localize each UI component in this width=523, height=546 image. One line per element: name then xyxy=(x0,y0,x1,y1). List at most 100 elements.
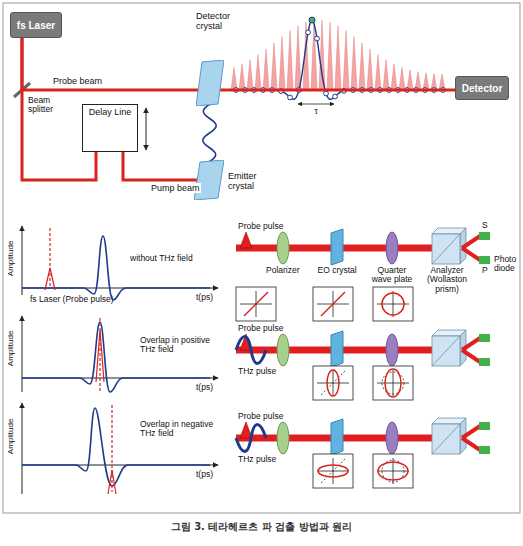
polarization-box xyxy=(327,370,339,396)
annotation: τ xyxy=(315,107,318,116)
optics-row xyxy=(479,422,490,430)
annotation: Probe pulse xyxy=(238,412,283,421)
crystal-plate: Emitter crystal xyxy=(194,160,224,200)
optics-row xyxy=(236,228,490,265)
device-box: Detector xyxy=(455,76,509,100)
delay-arrow xyxy=(146,108,147,150)
probe-pulse-marker xyxy=(49,228,50,288)
probe-pulse-marker xyxy=(96,330,104,382)
laser-beam xyxy=(220,89,455,92)
laser-pulse xyxy=(351,37,357,90)
annotation: Analyzer (Wollaston prism) xyxy=(421,266,473,294)
sample-dot xyxy=(315,36,320,41)
beam-label: Probe beam xyxy=(52,76,103,86)
optics-row xyxy=(462,426,480,450)
plot-axes xyxy=(22,226,23,295)
optics-row xyxy=(277,232,289,264)
laser-pulse xyxy=(335,26,341,90)
optics-row xyxy=(479,232,490,240)
delay-line-box: Delay Line xyxy=(82,104,138,152)
optics-row xyxy=(386,232,398,264)
polarization-box xyxy=(321,371,345,395)
polarization-box xyxy=(313,287,353,321)
polarization-box xyxy=(378,462,408,480)
optics-row xyxy=(479,256,490,264)
optics-row xyxy=(331,419,343,455)
probe-pulse-marker xyxy=(45,268,55,290)
optics-row xyxy=(236,337,266,364)
laser-pulse xyxy=(247,60,253,90)
crystal-label: Detector crystal xyxy=(196,12,242,32)
beam-label: Pump beam xyxy=(150,183,201,193)
annotation: Probe pulse xyxy=(238,222,283,231)
crystal-shape xyxy=(194,160,224,200)
laser-pulse xyxy=(375,55,381,90)
optics-row xyxy=(462,338,480,362)
tau-arrow xyxy=(298,104,334,105)
crystal-label: Emitter crystal xyxy=(228,172,274,192)
annotation: THz pulse xyxy=(238,455,276,464)
optics-row xyxy=(236,418,490,455)
probe-pulse-marker xyxy=(111,405,112,492)
optics-row xyxy=(432,336,460,366)
sample-dot xyxy=(306,30,311,35)
annotation: Photo diode xyxy=(494,255,521,274)
laser-pulse xyxy=(263,49,269,90)
laser-pulse xyxy=(295,26,301,90)
sample-dot xyxy=(309,17,315,23)
crystal-shape xyxy=(194,160,224,200)
optics-row xyxy=(432,336,460,366)
polarization-box xyxy=(313,454,353,488)
polarization-box xyxy=(321,459,345,483)
tau-arrow xyxy=(298,104,334,105)
laser-pulse xyxy=(231,67,237,90)
polarization-box xyxy=(373,454,413,488)
probe-pulse-marker xyxy=(99,318,100,392)
annotation: Polarizer xyxy=(266,266,300,275)
box-label: Detector xyxy=(462,83,503,94)
annotation: Probe pulse xyxy=(238,324,283,333)
polarization-box xyxy=(236,287,413,488)
box-label: Delay Line xyxy=(89,107,132,117)
crystal-shape xyxy=(196,60,224,106)
optics-row xyxy=(240,232,252,248)
pulse-train xyxy=(231,17,445,100)
annotation: Overlap in negative THz field xyxy=(140,420,222,439)
probe-pulse-marker xyxy=(108,470,116,494)
optics-row xyxy=(432,234,460,264)
plot-axes xyxy=(22,403,23,494)
optics-row xyxy=(462,236,480,260)
plot-axes xyxy=(22,316,23,392)
optics-row xyxy=(331,331,343,367)
optics-row xyxy=(479,446,490,454)
thz-waveform xyxy=(22,322,210,392)
annotation: THz pulse xyxy=(238,367,276,376)
laser-pulse xyxy=(327,22,333,90)
optics-row xyxy=(432,424,460,454)
annotation: t(ps) xyxy=(196,470,213,479)
laser-pulse xyxy=(359,43,365,90)
optics-row xyxy=(236,330,490,367)
laser-pulse xyxy=(239,64,245,90)
polarization-box xyxy=(321,292,345,316)
sample-dot xyxy=(288,95,293,100)
laser-pulse xyxy=(279,37,285,90)
sample-dot xyxy=(324,91,329,96)
annotation: fs Laser (Probe pulse) xyxy=(30,295,114,304)
laser-pulse xyxy=(407,70,413,90)
polarization-box xyxy=(373,287,413,321)
optics-row xyxy=(479,334,490,342)
device-box: fs Laser xyxy=(10,12,62,38)
laser-pulse xyxy=(383,60,389,90)
laser-pulse xyxy=(343,31,349,90)
annotation: t(ps) xyxy=(196,383,213,392)
optics-row xyxy=(432,234,460,264)
polarization-box xyxy=(382,293,404,315)
laser-pulse xyxy=(399,67,405,90)
laser-pulse xyxy=(255,55,261,90)
annotation: Quarter wave plate xyxy=(371,266,413,285)
laser-pulse xyxy=(391,64,397,90)
delay-arrow xyxy=(146,108,147,150)
annotation: t(ps) xyxy=(196,293,213,302)
